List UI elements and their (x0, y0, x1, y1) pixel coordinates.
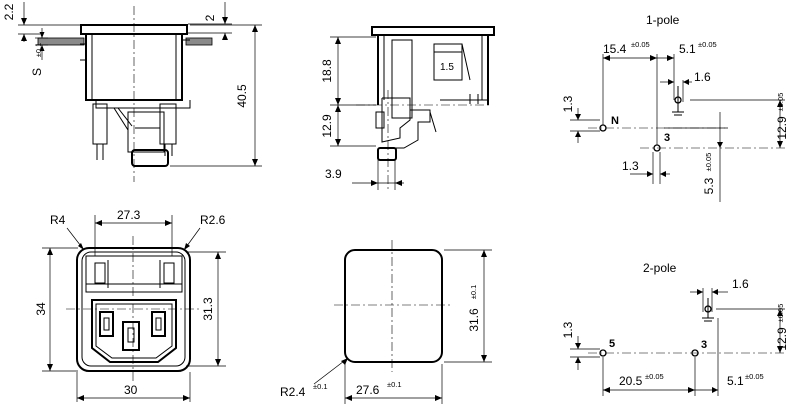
label-2p-3: 3 (701, 339, 707, 351)
dim-2p-16: 1.6 (732, 277, 749, 291)
dim-side-flange: 2.2 (2, 3, 16, 20)
dim-2p-129: 12.9 (775, 327, 789, 351)
section-flange (371, 26, 495, 36)
socket-outline (91, 299, 177, 363)
dim-1p-53: 5.3 (702, 177, 716, 194)
front-outer (76, 247, 191, 372)
section-tab (377, 147, 397, 161)
panel-hatch-right (185, 37, 213, 46)
dim-1p-53-tol: ±0.05 (704, 153, 713, 172)
dim-front-width-bottom: 30 (124, 383, 138, 397)
two-pole-layout: 2-pole 1.6 5 3 1.3 12.9 ±0.05 (561, 261, 789, 396)
label-1p-n: N (611, 115, 619, 127)
dim-2p-51: 5.1 (727, 374, 744, 388)
connector-tab (131, 149, 169, 167)
front-view: R4 R2.6 27.3 30 34 31.3 (34, 208, 226, 402)
dim-section-offset: 3.9 (325, 167, 342, 181)
dim-1p-15-tol: ±0.05 (631, 40, 650, 49)
dim-1p-51: 5.1 (679, 42, 696, 56)
dim-1p-129-tol: ±0.05 (776, 93, 785, 112)
pin-earth (122, 321, 140, 351)
dim-2p-129-tol: ±0.05 (776, 304, 785, 323)
dim-cutout-height: 31.6 (467, 308, 481, 332)
dim-1p-16: 1.6 (694, 70, 711, 84)
cutout-outline (344, 249, 443, 363)
dim-front-height-right: 31.3 (201, 297, 215, 321)
pin-right (151, 311, 166, 337)
dim-front-height-left: 34 (34, 302, 48, 316)
dim-panel-s: S (30, 68, 44, 76)
dim-1p-129: 12.9 (775, 116, 789, 140)
label-2p-5: 5 (609, 338, 615, 350)
one-pole-title: 1-pole (646, 13, 680, 27)
dim-cutout-radius-tol: ±0.1 (313, 382, 328, 391)
fuse-drawer (85, 255, 183, 293)
dim-1p-13-left: 1.3 (561, 95, 575, 112)
dim-inner: 1.5 (440, 62, 454, 73)
dim-cutout-width-tol: ±0.1 (387, 380, 402, 389)
one-pole-layout: 1-pole 15.4 ±0.05 5.1 ±0.05 1.6 N 3 (561, 13, 789, 202)
radius-right: R2.6 (200, 213, 226, 227)
dim-side-top: 2 (203, 14, 217, 21)
fuse-box (433, 43, 463, 81)
dim-2p-51-tol: ±0.05 (745, 372, 764, 381)
dim-2p-205: 20.5 (619, 374, 643, 388)
section-view: 1.5 18.8 12.9 3.9 (320, 26, 495, 190)
radius-left: R4 (50, 213, 66, 227)
dim-2p-13: 1.3 (561, 321, 575, 338)
dim-2p-205-tol: ±0.05 (645, 372, 664, 381)
dim-1p-15: 15.4 (603, 42, 627, 56)
dim-panel-tol: ±0.1 (34, 43, 43, 58)
panel-hatch-left (37, 37, 85, 46)
cutout-view: 31.6 ±0.1 27.6 ±0.1 R2.4 ±0.1 (280, 240, 492, 404)
pin-left (99, 311, 114, 337)
dim-cutout-height-tol: ±0.1 (469, 285, 478, 300)
dim-front-width-top: 27.3 (117, 208, 141, 222)
side-view: 2 2.2 S ±0.1 40.5 (2, 2, 262, 182)
dim-1p-51-tol: ±0.05 (698, 40, 717, 49)
dim-section-lower: 12.9 (320, 114, 334, 138)
dim-1p-13-bottom: 1.3 (622, 159, 639, 173)
terminal-contact (381, 97, 411, 143)
dim-cutout-radius: R2.4 (280, 385, 306, 399)
dim-cutout-width: 27.6 (356, 383, 380, 397)
dim-side-height: 40.5 (235, 84, 249, 108)
label-1p-3: 3 (664, 132, 670, 144)
two-pole-title: 2-pole (643, 261, 677, 275)
dim-section-upper: 18.8 (320, 59, 334, 83)
